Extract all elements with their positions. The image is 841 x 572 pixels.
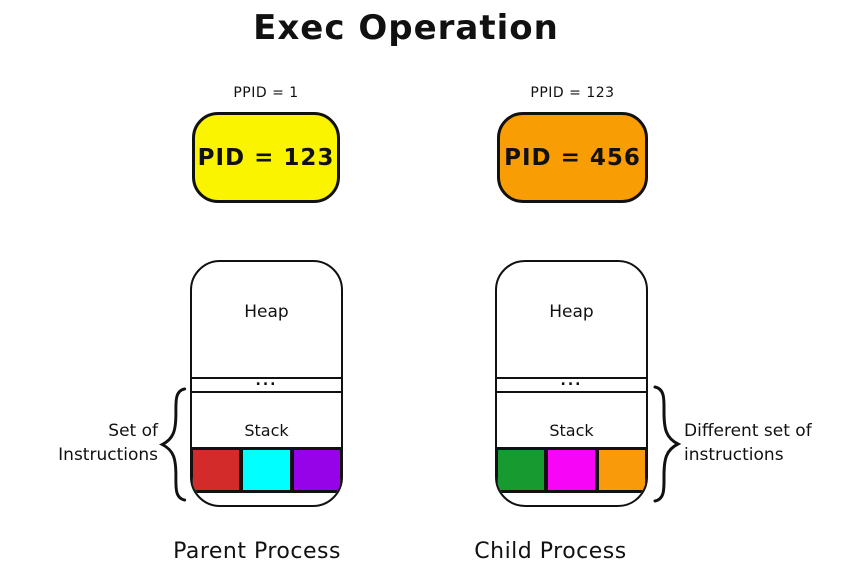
right-brace-icon — [652, 384, 684, 504]
child-instruction-square — [498, 450, 545, 490]
child-instruction-square — [548, 450, 595, 490]
parent-pid-box: PID = 123 — [192, 112, 340, 203]
child-ppid-label: PPID = 123 — [530, 85, 615, 101]
parent-stack-label: Stack — [244, 421, 289, 440]
child-pid-box: PID = 456 — [497, 112, 648, 203]
child-annotation-line2: instructions — [684, 445, 784, 465]
parent-instruction-square — [293, 450, 340, 490]
parent-annotation-line2: Instructions — [58, 445, 158, 465]
child-pid-label: PID = 456 — [504, 144, 641, 171]
parent-ppid-label: PPID = 1 — [233, 85, 299, 101]
parent-process-label: Parent Process — [173, 539, 341, 564]
child-memory-box: Heap ... Stack — [495, 260, 648, 507]
parent-memory-box: Heap ... Stack — [190, 260, 343, 507]
parent-instruction-square — [243, 450, 290, 490]
child-instruction-square — [598, 450, 645, 490]
diagram-title: Exec Operation — [253, 8, 559, 48]
parent-memory-divider: ... — [192, 374, 341, 393]
parent-instruction-band — [192, 447, 341, 493]
parent-pid-label: PID = 123 — [197, 144, 335, 171]
child-stack-label: Stack — [549, 421, 594, 440]
child-instruction-band — [497, 447, 646, 493]
parent-instruction-square — [193, 450, 240, 490]
child-process-label: Child Process — [474, 539, 627, 564]
child-memory-divider: ... — [497, 374, 646, 393]
parent-heap-label: Heap — [244, 302, 289, 322]
child-annotation: Different set of instructions — [684, 419, 841, 467]
parent-annotation: Set of Instructions — [22, 419, 158, 467]
left-brace-icon — [156, 386, 188, 503]
child-annotation-line1: Different set of — [684, 421, 812, 441]
child-heap-label: Heap — [549, 302, 594, 322]
parent-annotation-line1: Set of — [108, 421, 158, 441]
